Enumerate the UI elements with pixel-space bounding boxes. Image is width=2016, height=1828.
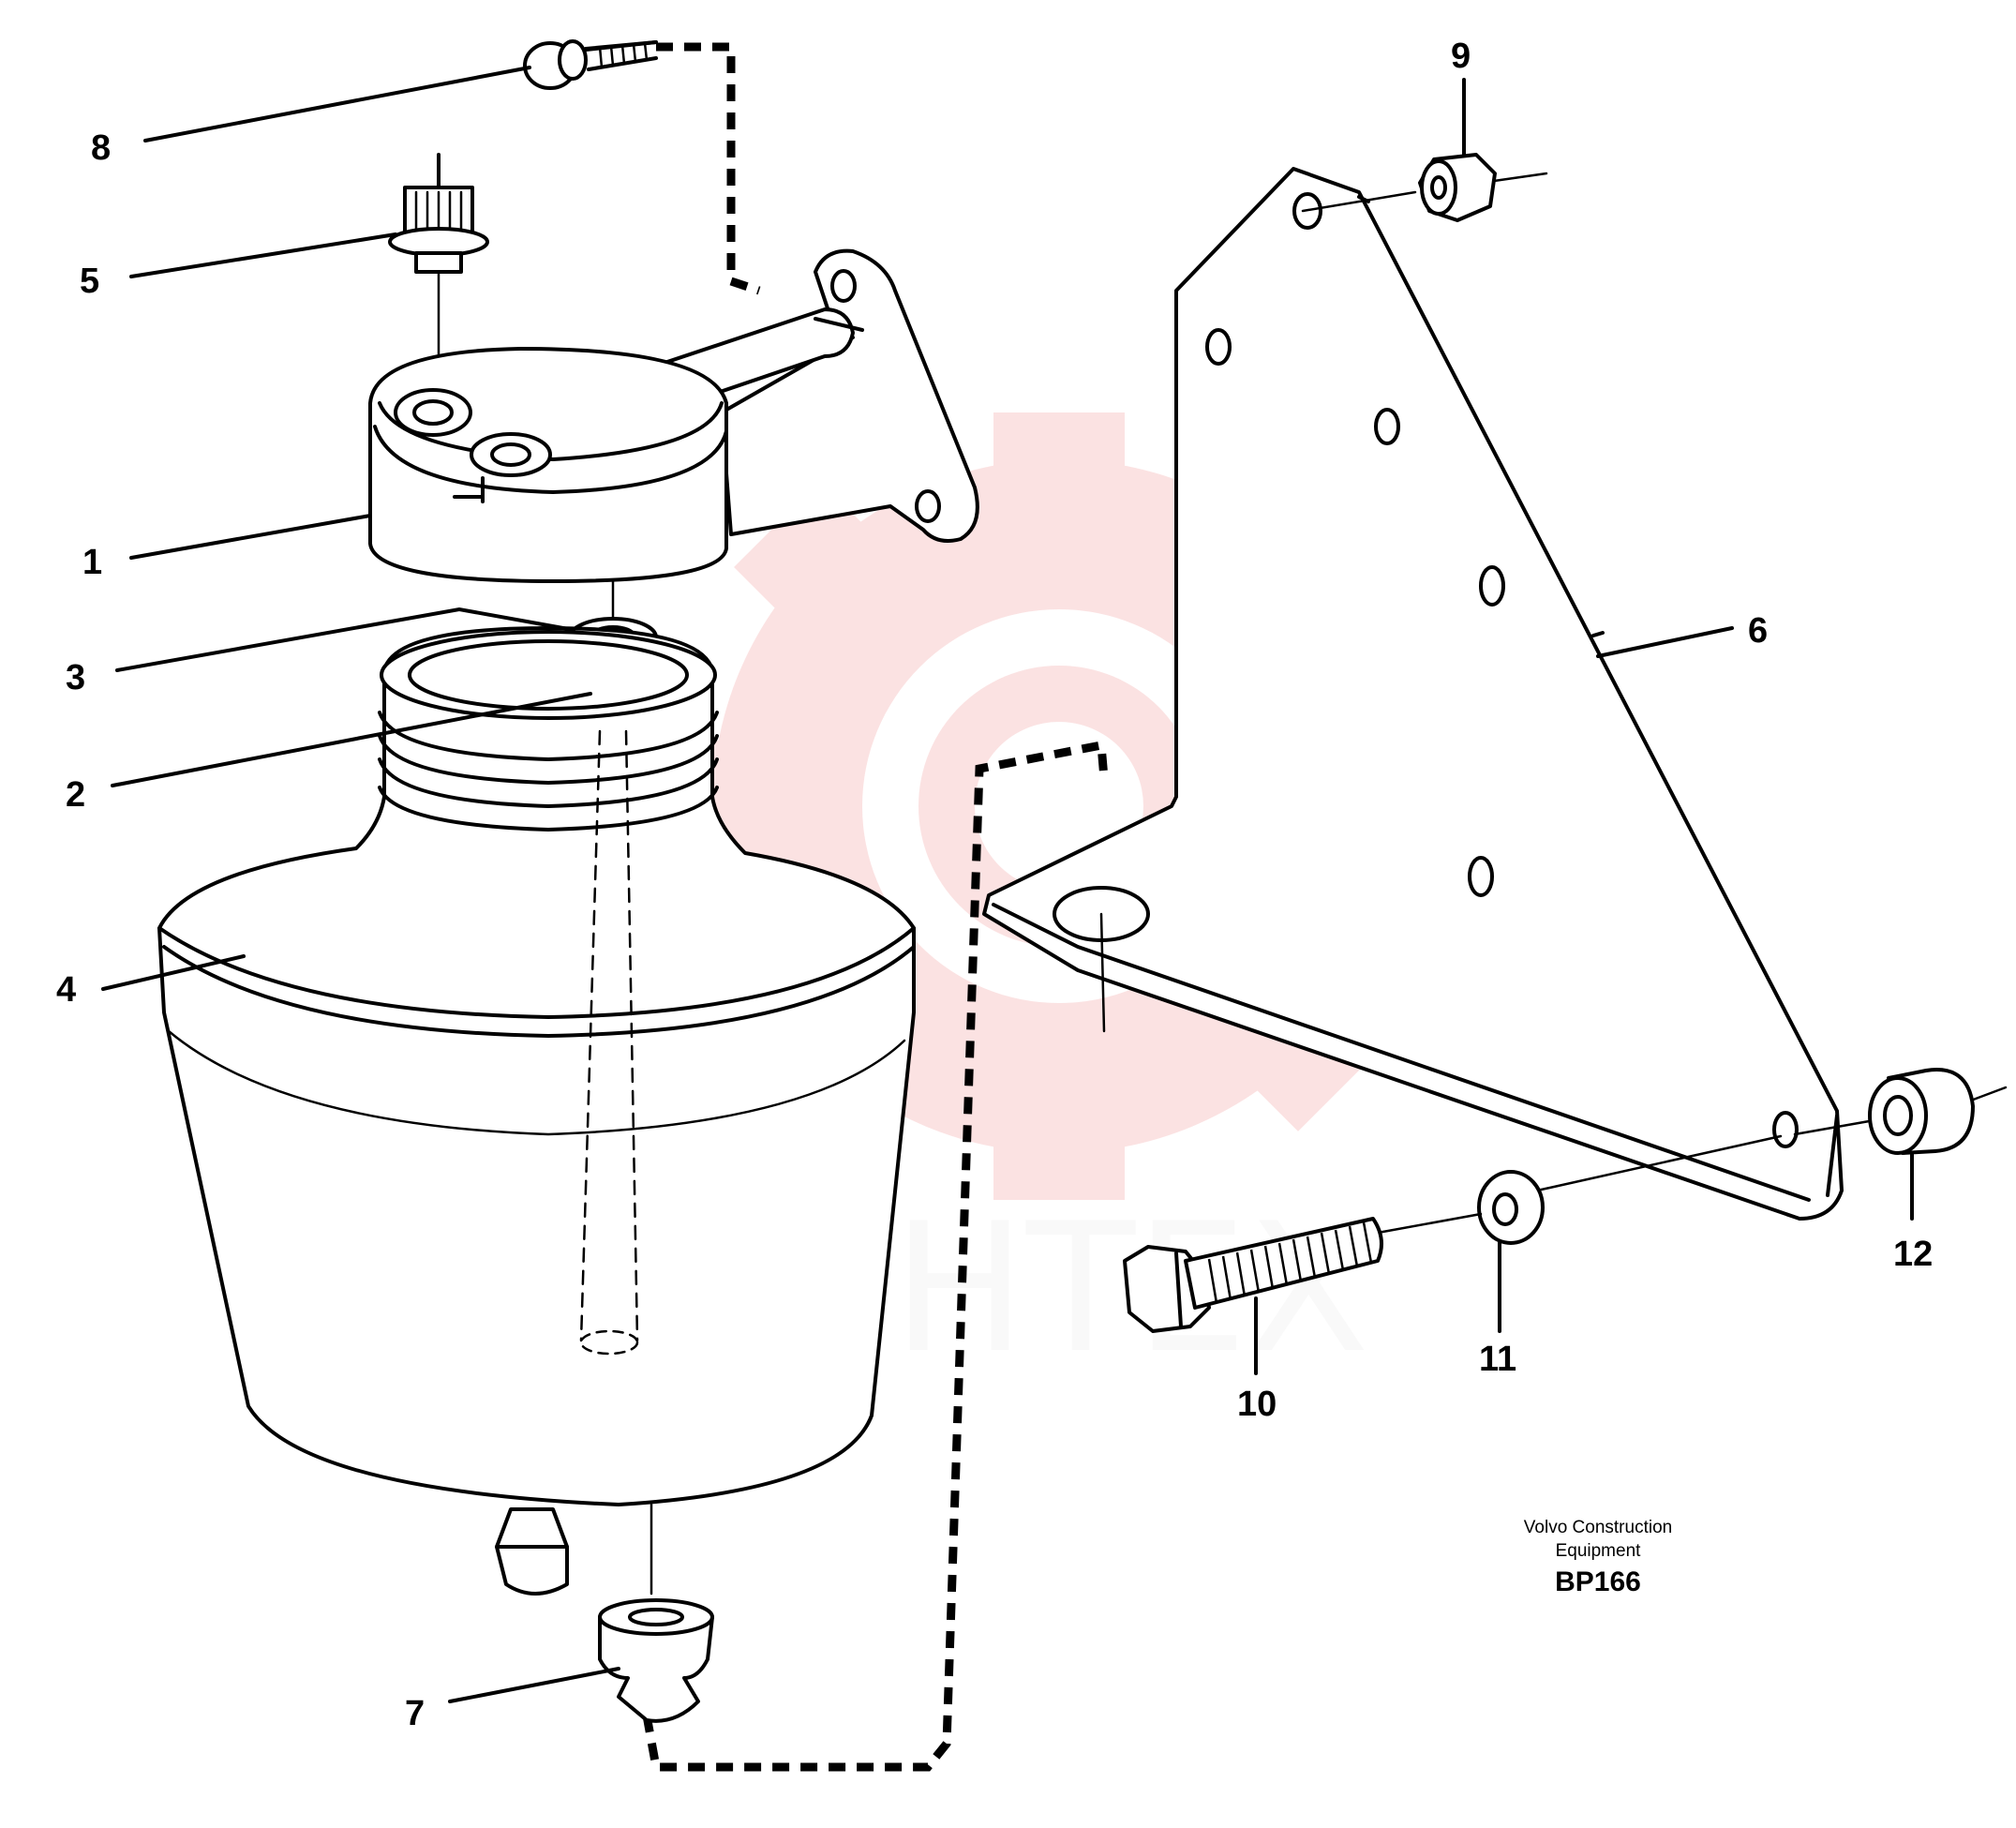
leader-1 [129, 514, 372, 560]
dashed-connections [642, 42, 1109, 1772]
bolt-10 [1123, 1212, 1483, 1352]
tank-4 [157, 626, 916, 1596]
grommet-7 [598, 1598, 714, 1723]
callout-4: 4 [56, 970, 76, 1010]
leader-6b [1596, 626, 1734, 658]
callout-6: 6 [1748, 611, 1768, 651]
callout-2: 2 [66, 775, 85, 815]
filter-head-1 [368, 248, 979, 583]
cap-5 [388, 153, 489, 396]
callout-12: 12 [1893, 1235, 1933, 1274]
manufacturer-line-2: Equipment [1556, 1541, 1642, 1561]
leader-3 [115, 607, 575, 672]
callout-7: 7 [405, 1694, 425, 1733]
washer-11 [1477, 1134, 1783, 1300]
manufacturer-block: Volvo Construction Equipment BP166 [1524, 1518, 1672, 1597]
figure-code: BP166 [1555, 1566, 1641, 1597]
dashed-path-bolt-to-bracket [656, 42, 761, 295]
callout-3: 3 [66, 658, 85, 697]
manufacturer-line-1: Volvo Construction [1524, 1518, 1672, 1537]
leader-8 [143, 66, 531, 142]
leader-2 [111, 692, 592, 787]
leader-5 [129, 232, 397, 278]
bolt-8 [523, 39, 658, 90]
nut-9 [1301, 153, 1548, 222]
callout-9: 9 [1451, 37, 1471, 76]
leader-6 [1591, 631, 1605, 637]
leader-lines [101, 66, 1914, 1703]
callout-8: 8 [91, 128, 111, 168]
dashed-path-grommet-to-plate [642, 740, 1109, 1772]
callouts: 8 5 1 3 2 4 6 7 9 10 11 12 [56, 37, 1933, 1733]
callout-1: 1 [82, 543, 102, 582]
leader-7 [448, 1667, 620, 1703]
callout-11: 11 [1479, 1340, 1516, 1379]
mounting-plate-6 [982, 167, 1844, 1221]
leader-4 [101, 954, 246, 991]
callout-10: 10 [1237, 1385, 1277, 1424]
callout-5: 5 [80, 262, 99, 301]
